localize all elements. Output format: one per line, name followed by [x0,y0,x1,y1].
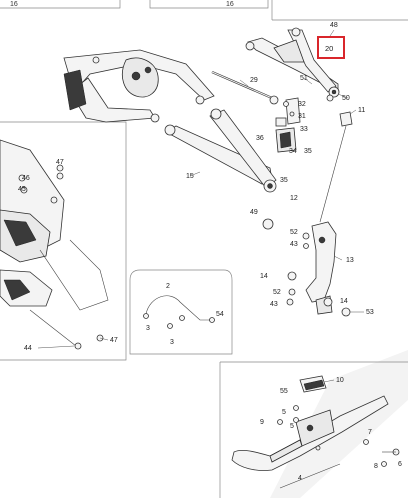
callout-33: 33 [300,126,308,133]
callout-7: 7 [368,429,372,436]
callout-29: 29 [250,77,258,84]
callout-52-upper: 52 [290,229,298,236]
upper-a-arm [245,27,340,98]
callout-13: 13 [346,257,354,264]
callout-11: 11 [358,107,365,114]
callout-34: 34 [289,148,297,155]
callout-48: 48 [330,22,338,29]
callout-50: 50 [342,95,350,102]
callout-10: 10 [336,377,344,384]
callout-43-upper: 43 [290,241,298,248]
callout-12: 12 [290,195,298,202]
callout-5-lower: 5 [290,423,294,430]
highlight-box [317,36,345,59]
left-detail-parts [0,139,109,350]
callout-31: 31 [298,113,306,120]
callout-55: 55 [280,388,288,395]
callout-3-right: 3 [170,339,174,346]
callout-14-left: 14 [260,273,268,280]
chassis-frame [63,49,215,123]
callout-35-upper: 35 [304,148,312,155]
callout-labels: 48 20 29 51 50 11 32 31 33 36 34 35 35 1… [18,22,402,482]
callout-51: 51 [300,75,308,82]
callout-3-left: 3 [146,325,150,332]
callout-14-right: 14 [340,298,348,305]
top-fragment-left: 16 [10,1,18,8]
callout-15: 15 [186,173,194,180]
callout-36: 36 [256,135,264,142]
callout-5-upper: 5 [282,409,286,416]
spindle [262,218,351,317]
callout-49: 49 [250,209,258,216]
callout-43-lower: 43 [270,301,278,308]
callout-46: 46 [22,175,30,182]
callout-32: 32 [298,101,306,108]
callout-53: 53 [366,309,374,316]
callout-47-lower: 47 [110,337,118,344]
callout-6: 6 [398,461,402,468]
callout-9: 9 [260,419,264,426]
callout-47-upper: 47 [56,159,64,166]
callout-54: 54 [216,311,224,318]
lower-a-arm [164,108,277,193]
shock-absorber [275,97,301,153]
top-frames: 16 16 [0,0,408,21]
ball-joint [319,94,353,223]
callout-35-lower: 35 [280,177,288,184]
callout-4: 4 [298,475,302,482]
callout-20: 20 [325,44,333,53]
rod-29 [211,70,279,105]
callout-44: 44 [24,345,32,352]
center-detail-box [129,269,233,355]
callout-8: 8 [374,463,378,470]
top-fragment-right: 16 [226,1,234,8]
ski-detail-box [219,361,408,498]
leader-lines [37,29,364,383]
callout-2: 2 [166,283,170,290]
left-detail-box [0,121,127,361]
callout-52-lower: 52 [273,289,281,296]
callout-45: 45 [18,186,26,193]
